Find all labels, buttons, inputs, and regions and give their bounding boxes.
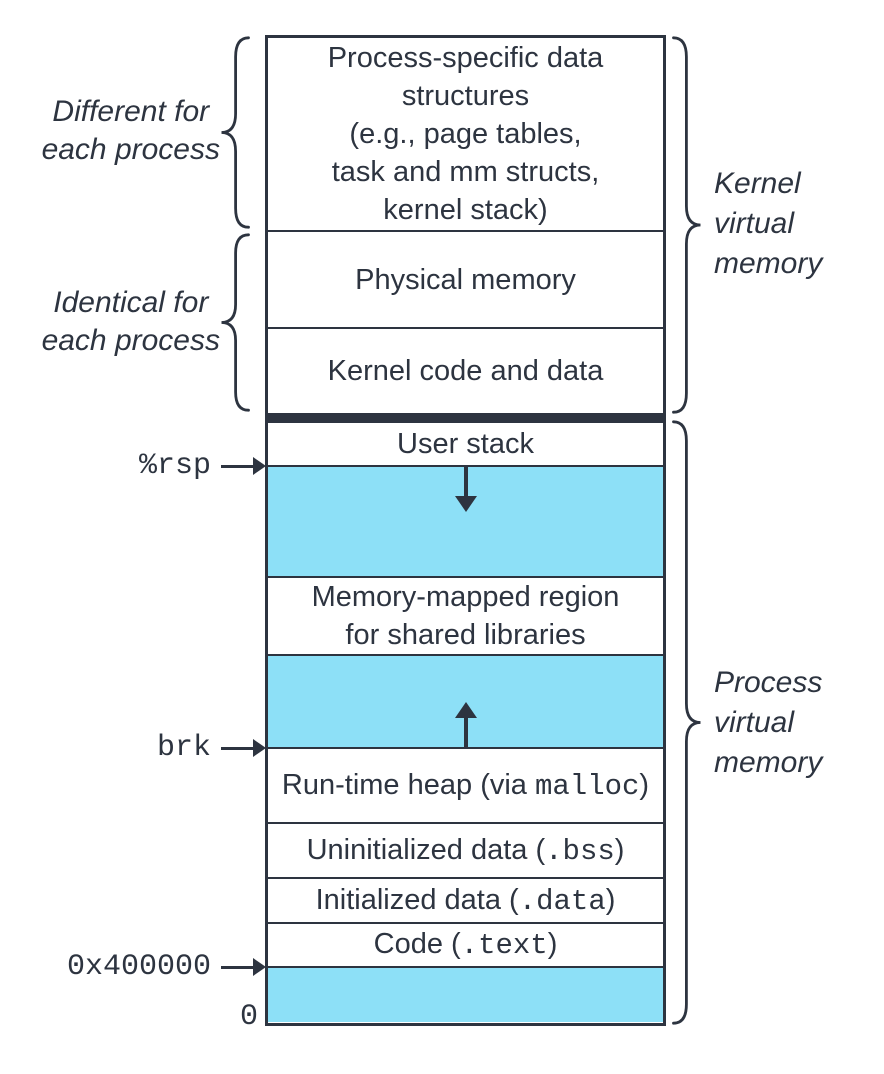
process-memory-brace-icon: [672, 419, 702, 1026]
region-label: Run-time heap (via malloc): [281, 768, 650, 803]
region-label: Kernel code and data: [327, 355, 604, 387]
region-physical-memory: Physical memory: [268, 230, 663, 327]
region-label-line: kernel stack): [383, 194, 548, 226]
region-label-line: task and mm structs,: [331, 156, 600, 188]
down-arrow-icon: [454, 467, 478, 512]
region-stack-growth: [268, 465, 663, 576]
arrow-stem: [463, 718, 468, 747]
region-label-line: structures: [401, 80, 530, 112]
region-runtime-heap: Run-time heap (via malloc): [268, 747, 663, 822]
code-start-address-label: 0x400000: [67, 950, 266, 984]
annotation-line: virtual: [714, 207, 795, 240]
region-label-line: (e.g., page tables,: [349, 118, 582, 150]
region-kernel-data-structures: Process-specific data structures (e.g., …: [268, 38, 663, 230]
zero-address-text: 0: [239, 1000, 258, 1034]
kernel-user-boundary-bar: [268, 413, 663, 423]
memory-map-box: Process-specific data structures (e.g., …: [265, 35, 666, 1026]
brk-label: brk: [157, 731, 266, 765]
region-label-line: Process-specific data: [327, 42, 604, 74]
region-label: Initialized data (.data): [315, 883, 616, 918]
different-for-each-process-label: Different for each process: [42, 93, 220, 169]
annotation-line: Identical for: [53, 286, 209, 319]
annotation-line: each process: [41, 133, 220, 166]
annotation-line: Different for: [52, 95, 210, 128]
identical-for-each-process-label: Identical for each process: [42, 284, 220, 360]
annotation-line: virtual: [714, 706, 795, 739]
region-unused-low-addresses: [268, 966, 663, 1022]
different-brace-icon: [220, 35, 250, 230]
region-label-line: for shared libraries: [345, 619, 586, 651]
region-user-stack: User stack: [268, 423, 663, 465]
brk-label-text: brk: [156, 731, 211, 765]
region-label: User stack: [397, 428, 534, 460]
region-label: Uninitialized data (.bss): [306, 833, 625, 868]
region-kernel-code-and-data: Kernel code and data: [268, 327, 663, 413]
identical-brace-icon: [220, 232, 250, 413]
arrow-head: [454, 702, 477, 718]
kernel-virtual-memory-label: Kernel virtual memory: [714, 164, 822, 284]
rsp-label-text: %rsp: [138, 449, 211, 483]
arrow-stem: [463, 467, 468, 496]
zero-address-label: 0: [240, 1000, 258, 1034]
region-bss: Uninitialized data (.bss): [268, 822, 663, 877]
region-label: Code (.text): [373, 928, 558, 962]
right-arrow-icon: [221, 731, 266, 765]
arrow-head: [454, 496, 477, 512]
region-code: Code (.text): [268, 922, 663, 966]
annotation-line: each process: [41, 324, 220, 357]
annotation-line: Process: [714, 666, 823, 699]
annotation-line: Kernel: [714, 167, 801, 200]
region-label-line: Memory-mapped region: [311, 581, 620, 613]
code-start-address-text: 0x400000: [66, 950, 211, 984]
up-arrow-icon: [454, 702, 478, 747]
rsp-label: %rsp: [139, 449, 266, 483]
region-memory-mapped: Memory-mapped region for shared librarie…: [268, 576, 663, 654]
right-arrow-icon: [221, 950, 266, 984]
region-data: Initialized data (.data): [268, 877, 663, 922]
process-virtual-memory-label: Process virtual memory: [714, 663, 822, 783]
annotation-line: memory: [714, 746, 823, 779]
right-arrow-icon: [221, 449, 266, 483]
region-label: Physical memory: [355, 263, 576, 296]
annotation-line: memory: [714, 247, 823, 280]
region-heap-growth: [268, 654, 663, 747]
kernel-memory-brace-icon: [672, 35, 702, 415]
